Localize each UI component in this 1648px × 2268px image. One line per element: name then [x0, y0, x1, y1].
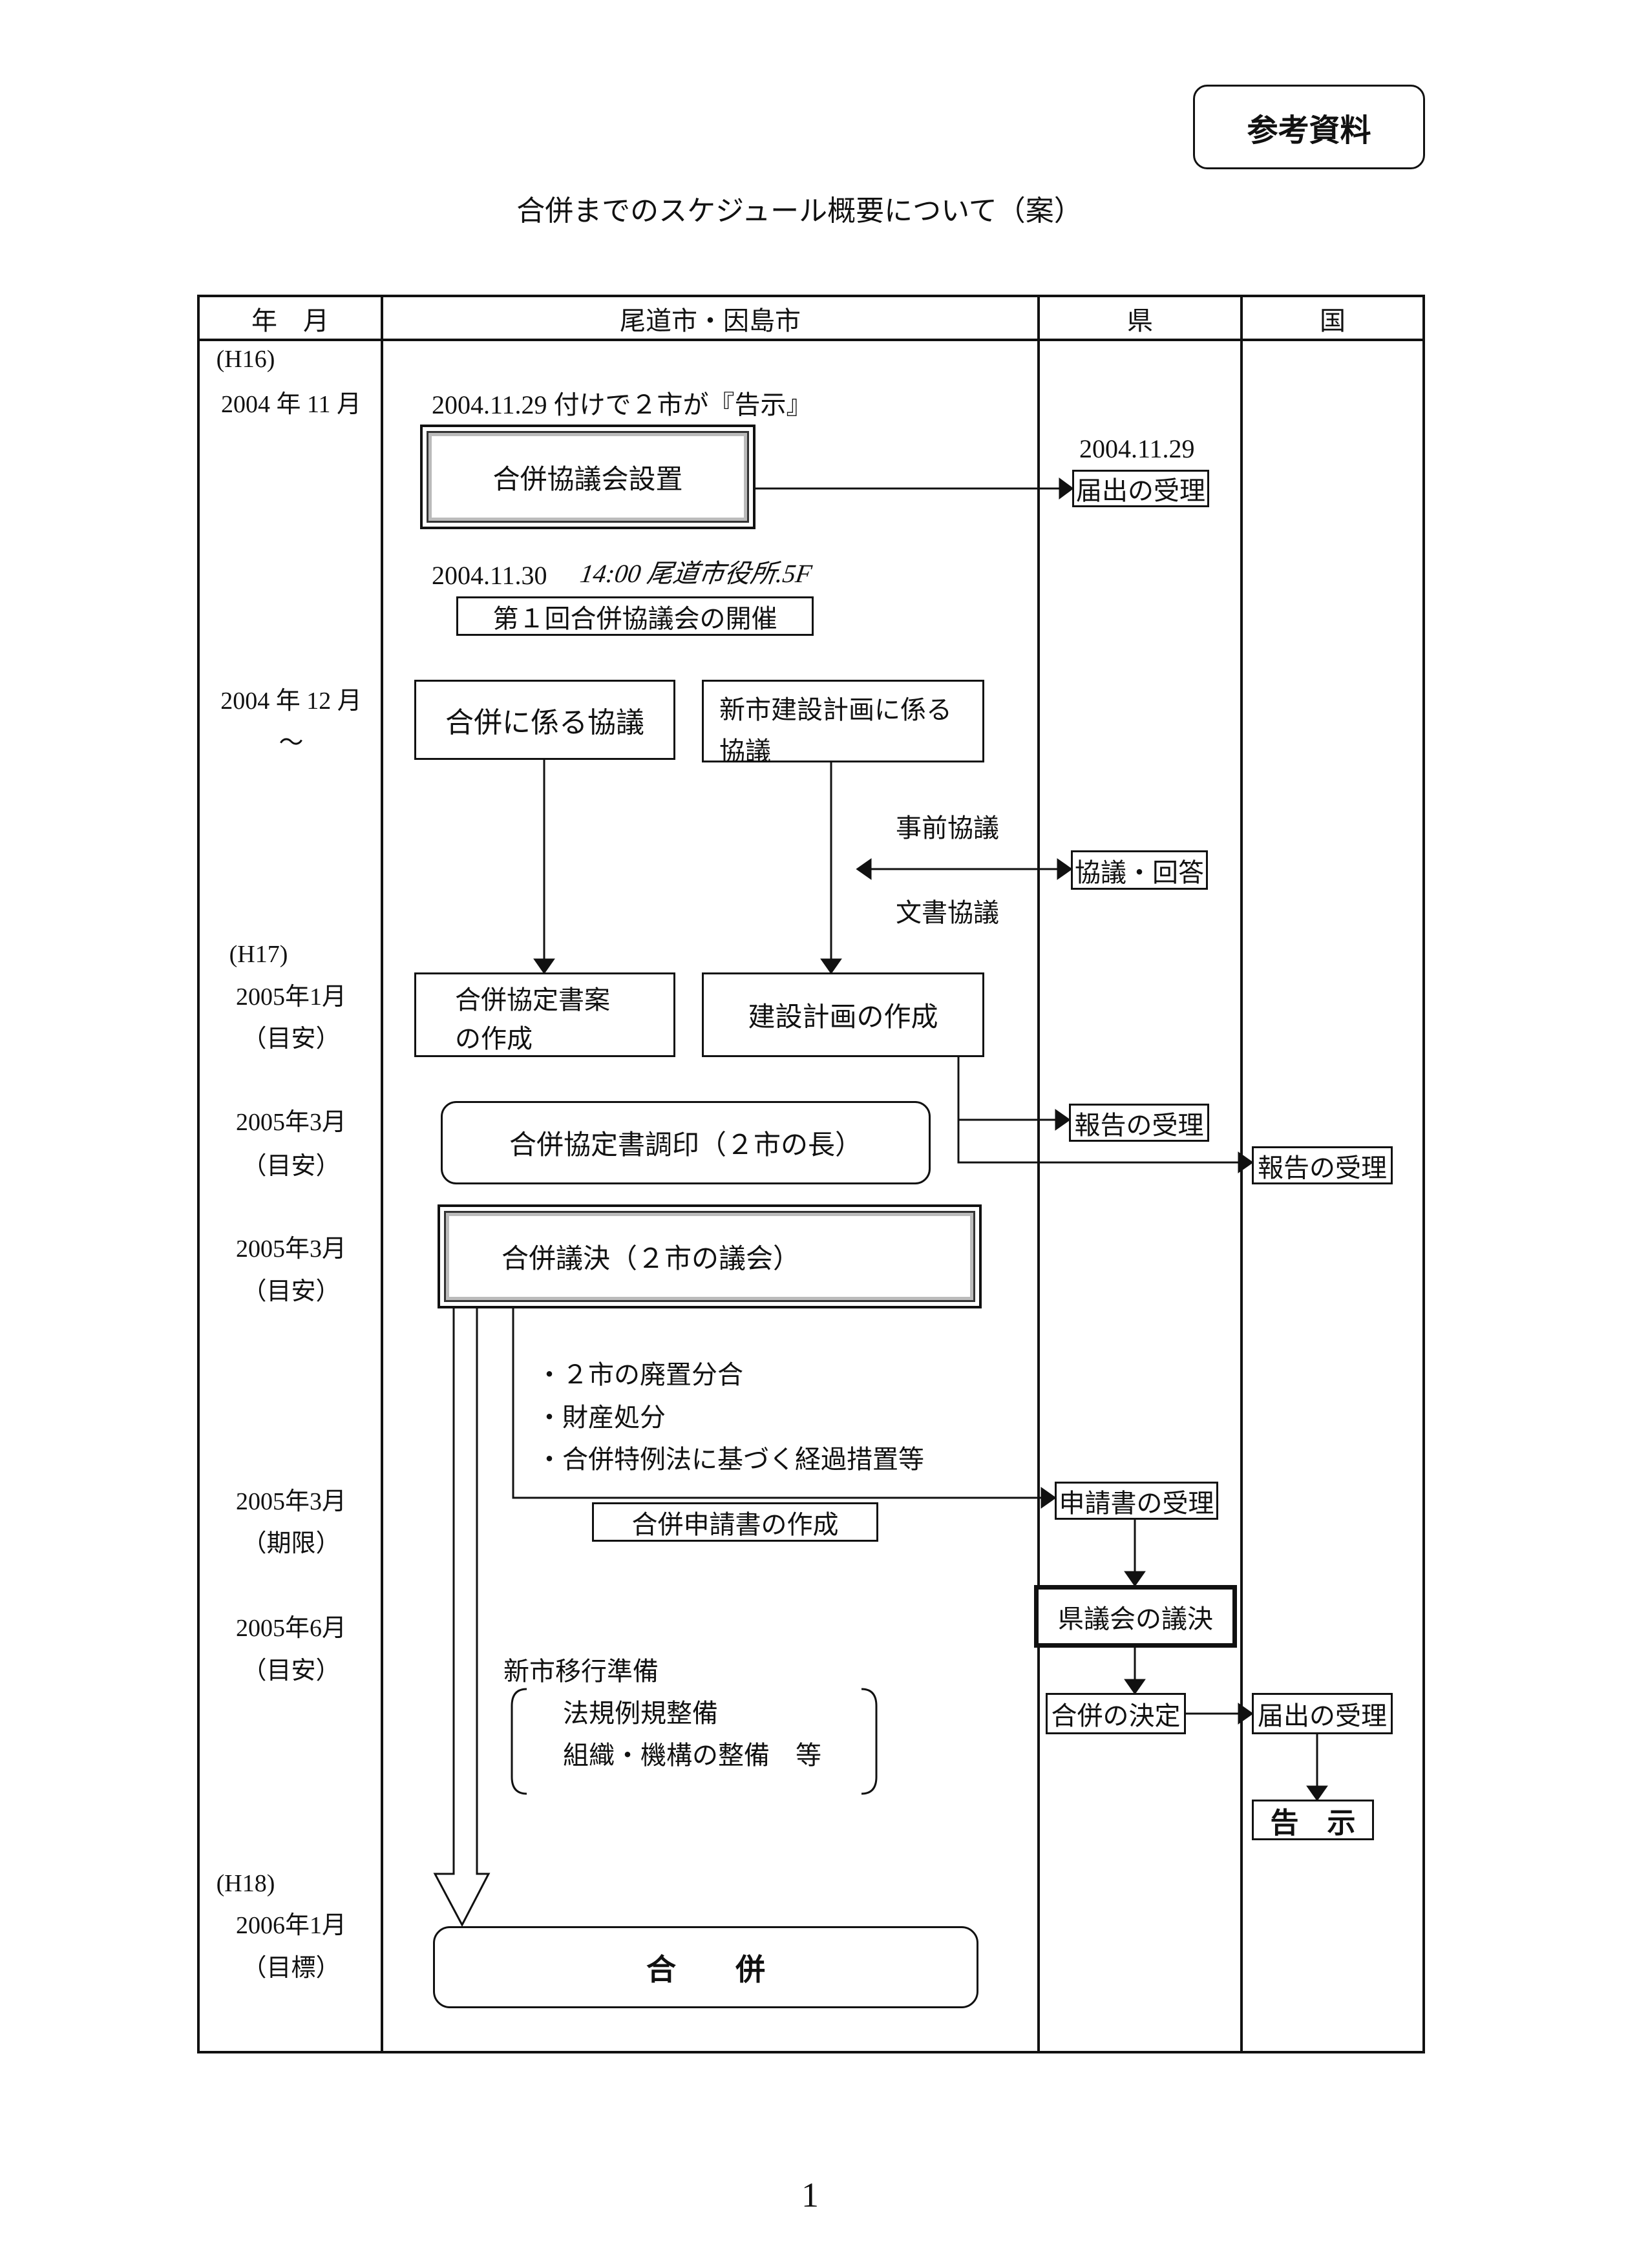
handwritten-note: 14:00 尾道市役所.5F — [578, 559, 814, 588]
page-title: 合併までのスケジュール概要について（案） — [516, 195, 1083, 227]
reference-badge: 参考資料 — [1193, 85, 1425, 169]
arrow-to-nation-report — [957, 1057, 1239, 1164]
header-prefecture: 県 — [1127, 306, 1153, 335]
merger-box: 合 併 — [433, 1926, 978, 2008]
date-label: （目安） — [242, 1657, 341, 1685]
date-label: ～ — [279, 730, 304, 757]
pre-consult-label: 事前協議 — [896, 814, 999, 843]
pref-notice-receipt-box: 届出の受理 — [1072, 470, 1209, 507]
application-box: 合併申請書の作成 — [592, 1502, 878, 1542]
schedule-table-border — [197, 295, 1425, 2053]
header-cities: 尾道市・因島市 — [620, 306, 801, 335]
nation-report-receipt-box: 報告の受理 — [1252, 1146, 1393, 1184]
merger-consult-box: 合併に係る協議 — [414, 680, 675, 760]
bracket-right — [861, 1688, 878, 1795]
date-label: 2005年6月 — [235, 1615, 346, 1642]
signing-box: 合併協定書調印（２市の長） — [441, 1101, 931, 1184]
date-label: 2005年3月 — [235, 1109, 346, 1136]
bracket-left — [511, 1688, 527, 1795]
date-label: （目安） — [242, 1153, 341, 1180]
bullet-item: ・２市の廃置分合 — [536, 1360, 743, 1389]
prep-item: 組織・機構の整備 等 — [563, 1741, 821, 1770]
date-label: 2005年1月 — [235, 983, 346, 1011]
header-nation: 国 — [1320, 306, 1346, 335]
date-label: （目標） — [242, 1955, 341, 1982]
council-setup-box: 合併協議会設置 — [420, 425, 755, 529]
notice-text: 2004.11.29 付けで２市が『告示』 — [432, 390, 812, 419]
prep-item: 法規例規整備 — [563, 1699, 718, 1728]
date-label: （期限） — [242, 1530, 341, 1557]
arrow-to-application — [512, 1308, 1042, 1499]
era-label: (H16) — [216, 346, 275, 373]
date-label: 2004 年 12 月 — [220, 688, 362, 715]
date-label: 2005年3月 — [235, 1235, 346, 1263]
date-label: （目安） — [242, 1025, 341, 1053]
assembly-resolution-box: 県議会の議決 — [1034, 1585, 1237, 1648]
era-label: (H17) — [229, 941, 288, 968]
header-date: 年 月 — [251, 306, 329, 335]
plan-consult-box: 新市建設計画に係る協議 — [702, 680, 984, 766]
pref-report-receipt-box: 報告の受理 — [1069, 1104, 1209, 1142]
date-label: 2006年1月 — [235, 1912, 346, 1939]
bullet-item: ・財産処分 — [536, 1403, 666, 1432]
page-number: 1 — [801, 2176, 819, 2214]
merger-decision-box: 合併の決定 — [1046, 1693, 1186, 1734]
plan-creation-box: 建設計画の作成 — [702, 972, 984, 1057]
resolution-box: 合併議決（２市の議会） — [438, 1204, 982, 1308]
merger-hollow-arrow — [433, 1308, 491, 1927]
nation-notice-receipt-box: 届出の受理 — [1252, 1693, 1393, 1734]
first-meeting-box: 第１回合併協議会の開催 — [456, 596, 814, 636]
application-receipt-box: 申請書の受理 — [1055, 1482, 1218, 1520]
announcement-box: 告 示 — [1252, 1800, 1374, 1840]
consult-answer-box: 協議・回答 — [1071, 850, 1208, 890]
date-label: （目安） — [242, 1278, 341, 1305]
receipt-date: 2004.11.29 — [1079, 434, 1195, 463]
bullet-item: ・合併特例法に基づく経過措置等 — [536, 1445, 924, 1474]
era-label: (H18) — [216, 1870, 275, 1897]
date-label: 2005年3月 — [235, 1488, 346, 1515]
prep-title: 新市移行準備 — [503, 1657, 659, 1686]
doc-consult-label: 文書協議 — [896, 898, 999, 927]
draft-agreement-box: 合併協定書案の作成 — [414, 972, 675, 1057]
date-label: 2004 年 11 月 — [220, 391, 362, 418]
first-meeting-date: 2004.11.30 — [432, 561, 547, 590]
